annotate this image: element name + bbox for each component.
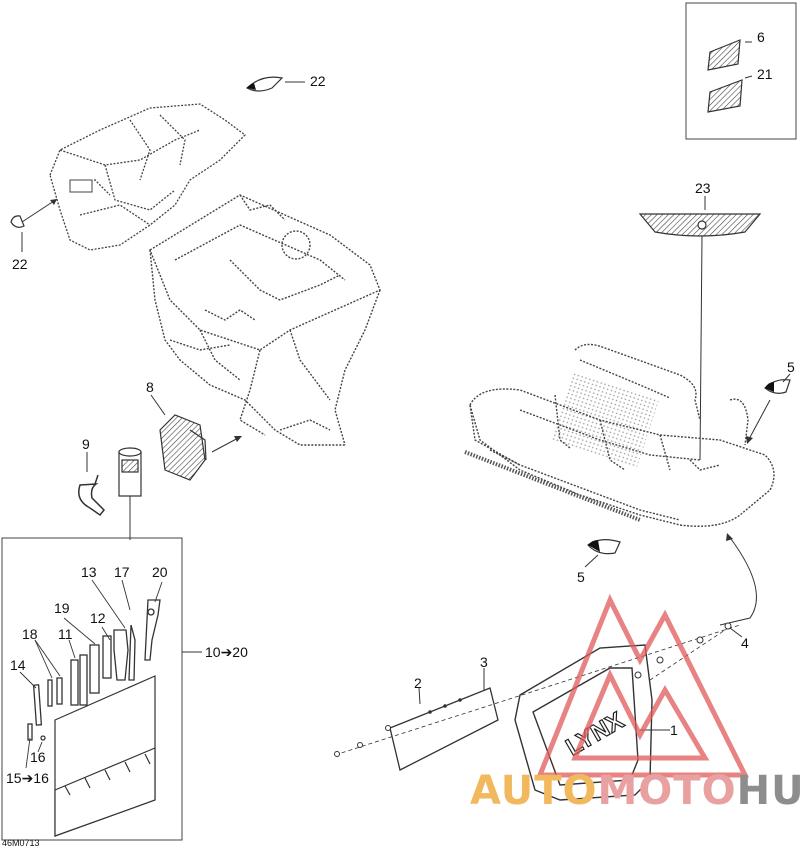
decal-6 — [707, 39, 741, 71]
callout-18: 18 — [22, 626, 38, 642]
callout-11: 11 — [58, 626, 73, 642]
rivet-22-top — [245, 76, 284, 92]
callout-13: 13 — [81, 564, 97, 580]
callout-3: 3 — [480, 654, 488, 670]
tool-tube — [118, 447, 142, 497]
watermark-logo — [536, 593, 750, 778]
callout-8: 8 — [146, 379, 154, 395]
callout-16: 16 — [30, 749, 46, 765]
callout-14: 14 — [10, 657, 26, 673]
callout-2: 2 — [414, 675, 422, 691]
part-3-plate — [389, 687, 499, 771]
part-8 — [159, 414, 207, 481]
callout-21: 21 — [757, 66, 773, 82]
watermark-text-auto: AUTO — [470, 768, 598, 814]
callout-17: 17 — [114, 564, 130, 580]
upper-console — [49, 103, 246, 251]
part-9-strap — [78, 474, 106, 517]
callout-19: 19 — [54, 600, 70, 616]
callout-23: 23 — [695, 180, 711, 196]
callout-5-right: 5 — [787, 359, 795, 375]
watermark-text: AUTOMOTOHUB — [470, 768, 800, 814]
callout-22-left: 22 — [12, 256, 28, 272]
document-number: 46M0713 — [2, 838, 40, 848]
callout-15-16: 15➔16 — [6, 770, 49, 786]
watermark-text-hub: HUB — [736, 768, 800, 814]
callout-9: 9 — [82, 436, 90, 452]
callout-1: 1 — [670, 722, 678, 738]
decal-21 — [707, 79, 743, 113]
part-23-emblem — [638, 213, 762, 237]
toolkit-frame — [1, 537, 183, 841]
watermark-text-moto: MOTO — [597, 768, 737, 814]
callout-6: 6 — [757, 29, 765, 45]
inset-frame — [685, 2, 797, 140]
tool-set — [27, 599, 161, 741]
callout-5-bottom: 5 — [577, 569, 585, 585]
rear-rack-assembly — [469, 343, 775, 527]
rivet-22-left — [10, 215, 25, 228]
callout-4: 4 — [741, 635, 749, 651]
fasteners — [334, 622, 732, 757]
callout-10-20: 10➔20 — [205, 644, 248, 660]
callout-12: 12 — [90, 610, 106, 626]
tool-pouch — [54, 675, 156, 837]
callout-20: 20 — [152, 564, 168, 580]
chassis-frame — [149, 194, 381, 446]
callout-22-top: 22 — [310, 73, 326, 89]
